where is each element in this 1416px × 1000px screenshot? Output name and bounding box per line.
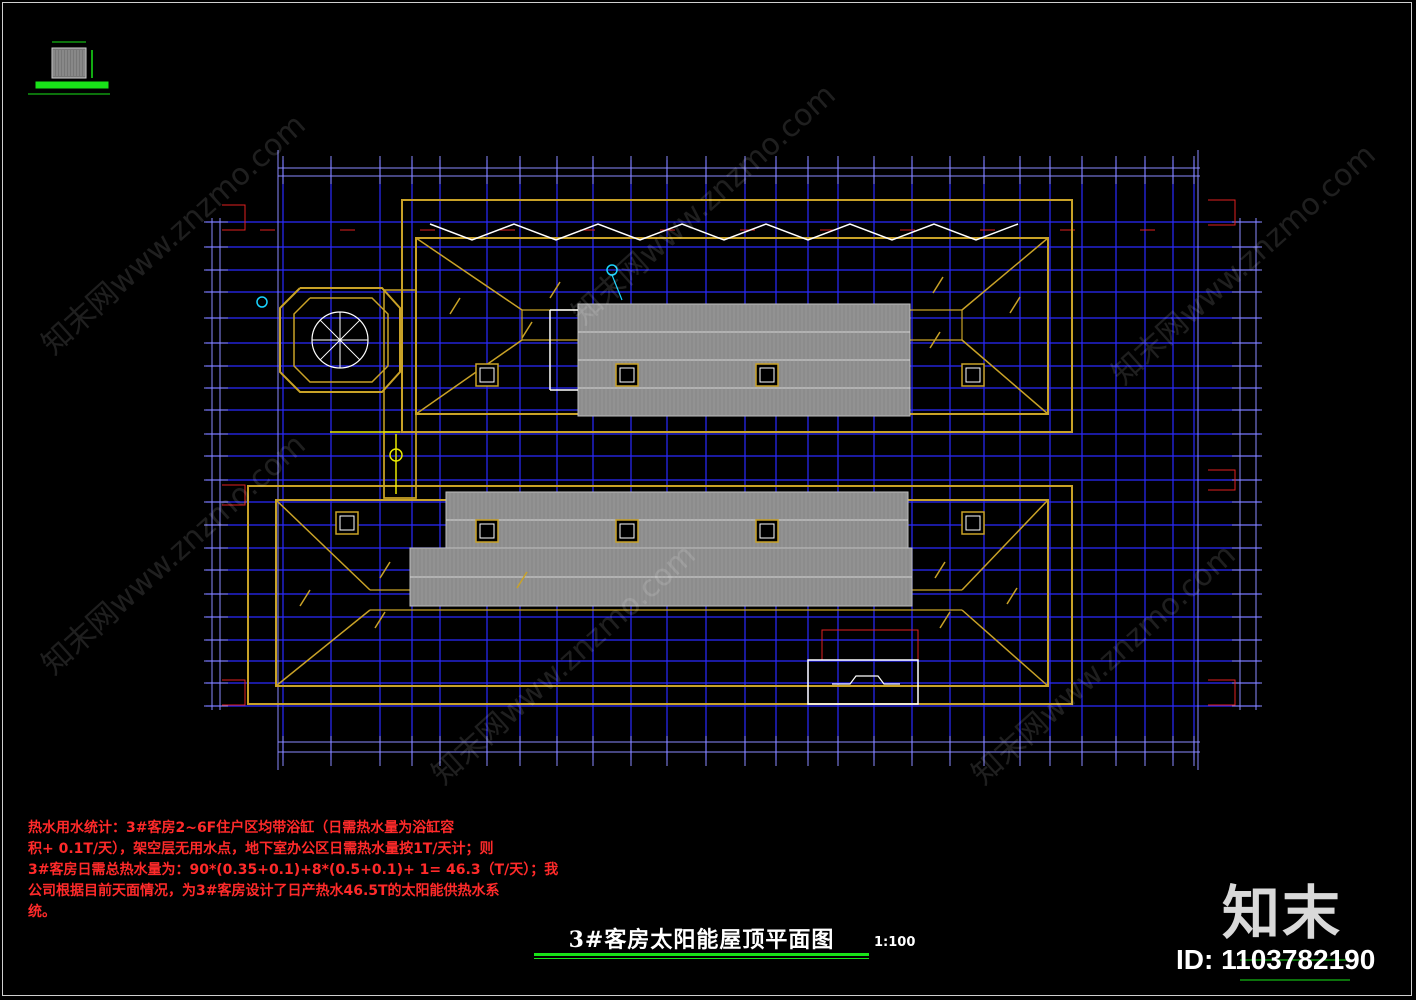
building-outline [247, 199, 1073, 705]
roof-hatch-inner [619, 523, 635, 539]
roof-hatch-inner [339, 515, 355, 531]
note-line: 热水用水统计：3#客房2~6F住户区均带浴缸（日需热水量为浴缸容 [28, 820, 455, 836]
roof-hatch-inner [479, 523, 495, 539]
roof-hatch [335, 511, 359, 535]
roof-hip-line [961, 339, 1049, 415]
roof-hatch [615, 519, 639, 543]
equipment-pad [807, 659, 919, 705]
drain-arrow [449, 297, 461, 315]
pavilion-rib [319, 339, 341, 361]
roof-hip-line [415, 237, 523, 311]
riser-line [611, 274, 623, 301]
hot-water-note: 热水用水统计：3#客房2~6F住户区均带浴缸（日需热水量为浴缸容 积+ 0.1T… [28, 818, 628, 923]
equipment-profile [832, 675, 900, 685]
drain-arrow [374, 611, 386, 629]
watermark-id: ID: 1103782190 [1176, 944, 1376, 975]
title-underline-thin [534, 958, 869, 959]
watermark-logo: 知末 [1222, 879, 1343, 947]
drain-arrow [516, 571, 528, 589]
drain-arrow [1009, 296, 1021, 314]
roof-hatch-inner [759, 523, 775, 539]
dimension-lines [204, 150, 1262, 770]
pavilion-rib [319, 319, 341, 341]
octagon-pavilion [279, 287, 401, 393]
roof-hatch-inner [479, 367, 495, 383]
drain-arrow [1006, 587, 1018, 605]
drain-arrow [939, 611, 951, 629]
octagon-pavilion-inner [293, 297, 389, 383]
note-line: 3#客房日需总热水量为：90*(0.35+0.1)+8*(0.5+0.1)+ 1… [28, 862, 559, 878]
drawing-scale: 1:100 [874, 935, 916, 950]
zigzag-parapet [429, 223, 1019, 241]
detail-callout [821, 629, 919, 661]
dimension-marker [222, 204, 246, 231]
roof-hatch [615, 363, 639, 387]
roof-hatch [755, 519, 779, 543]
drain-arrow [929, 331, 941, 349]
lower-roof-outline [247, 485, 1073, 705]
note-line: 积+ 0.1T/天），架空层无用水点，地下室办公区日需热水量按1T/天计；则 [28, 841, 494, 857]
dimension-marker [222, 679, 246, 706]
drawing-title: 3#客房太阳能屋顶平面图 [568, 927, 835, 953]
note-line: 公司根据目前天面情况，为3#客房设计了日产热水46.5T的太阳能供热水系 [28, 883, 500, 899]
roof-hatch [475, 519, 499, 543]
roof-hatch [961, 511, 985, 535]
note-line: 统。 [28, 904, 56, 920]
drain-arrow [521, 321, 533, 339]
upper-roof-outline [401, 199, 1073, 433]
roof-hatch [961, 363, 985, 387]
roof-hip-line [961, 499, 1049, 591]
drain-arrow [299, 589, 311, 607]
dimension-marker [1208, 679, 1236, 706]
roof-hatch [755, 363, 779, 387]
roof-hatch-inner [759, 367, 775, 383]
dimension-marker [1208, 469, 1236, 491]
dimension-marker [1208, 199, 1236, 226]
pavilion-rib [339, 319, 361, 341]
drain-arrow [934, 561, 946, 579]
roof-hip-line [275, 499, 371, 591]
roof-hatch-inner [619, 367, 635, 383]
roof-hip-line [275, 609, 371, 687]
drain-arrow [549, 281, 561, 299]
roof-hip-line [961, 237, 1049, 311]
drain-arrow [379, 561, 391, 579]
solar-panel-arrays [409, 303, 913, 607]
roof-hatch-inner [965, 515, 981, 531]
roof-details [28, 41, 1350, 981]
dimension-marker [222, 484, 246, 506]
roof-hip-line [415, 339, 523, 415]
riser-marker [256, 296, 268, 308]
connector-stair [383, 431, 417, 499]
title-underline [534, 953, 869, 956]
legend-bar [35, 81, 109, 89]
roof-hatch [475, 363, 499, 387]
pavilion-rib [339, 339, 361, 361]
drain-arrow [932, 276, 944, 294]
roof-hatch-inner [965, 367, 981, 383]
roof-hip-line [961, 609, 1049, 687]
